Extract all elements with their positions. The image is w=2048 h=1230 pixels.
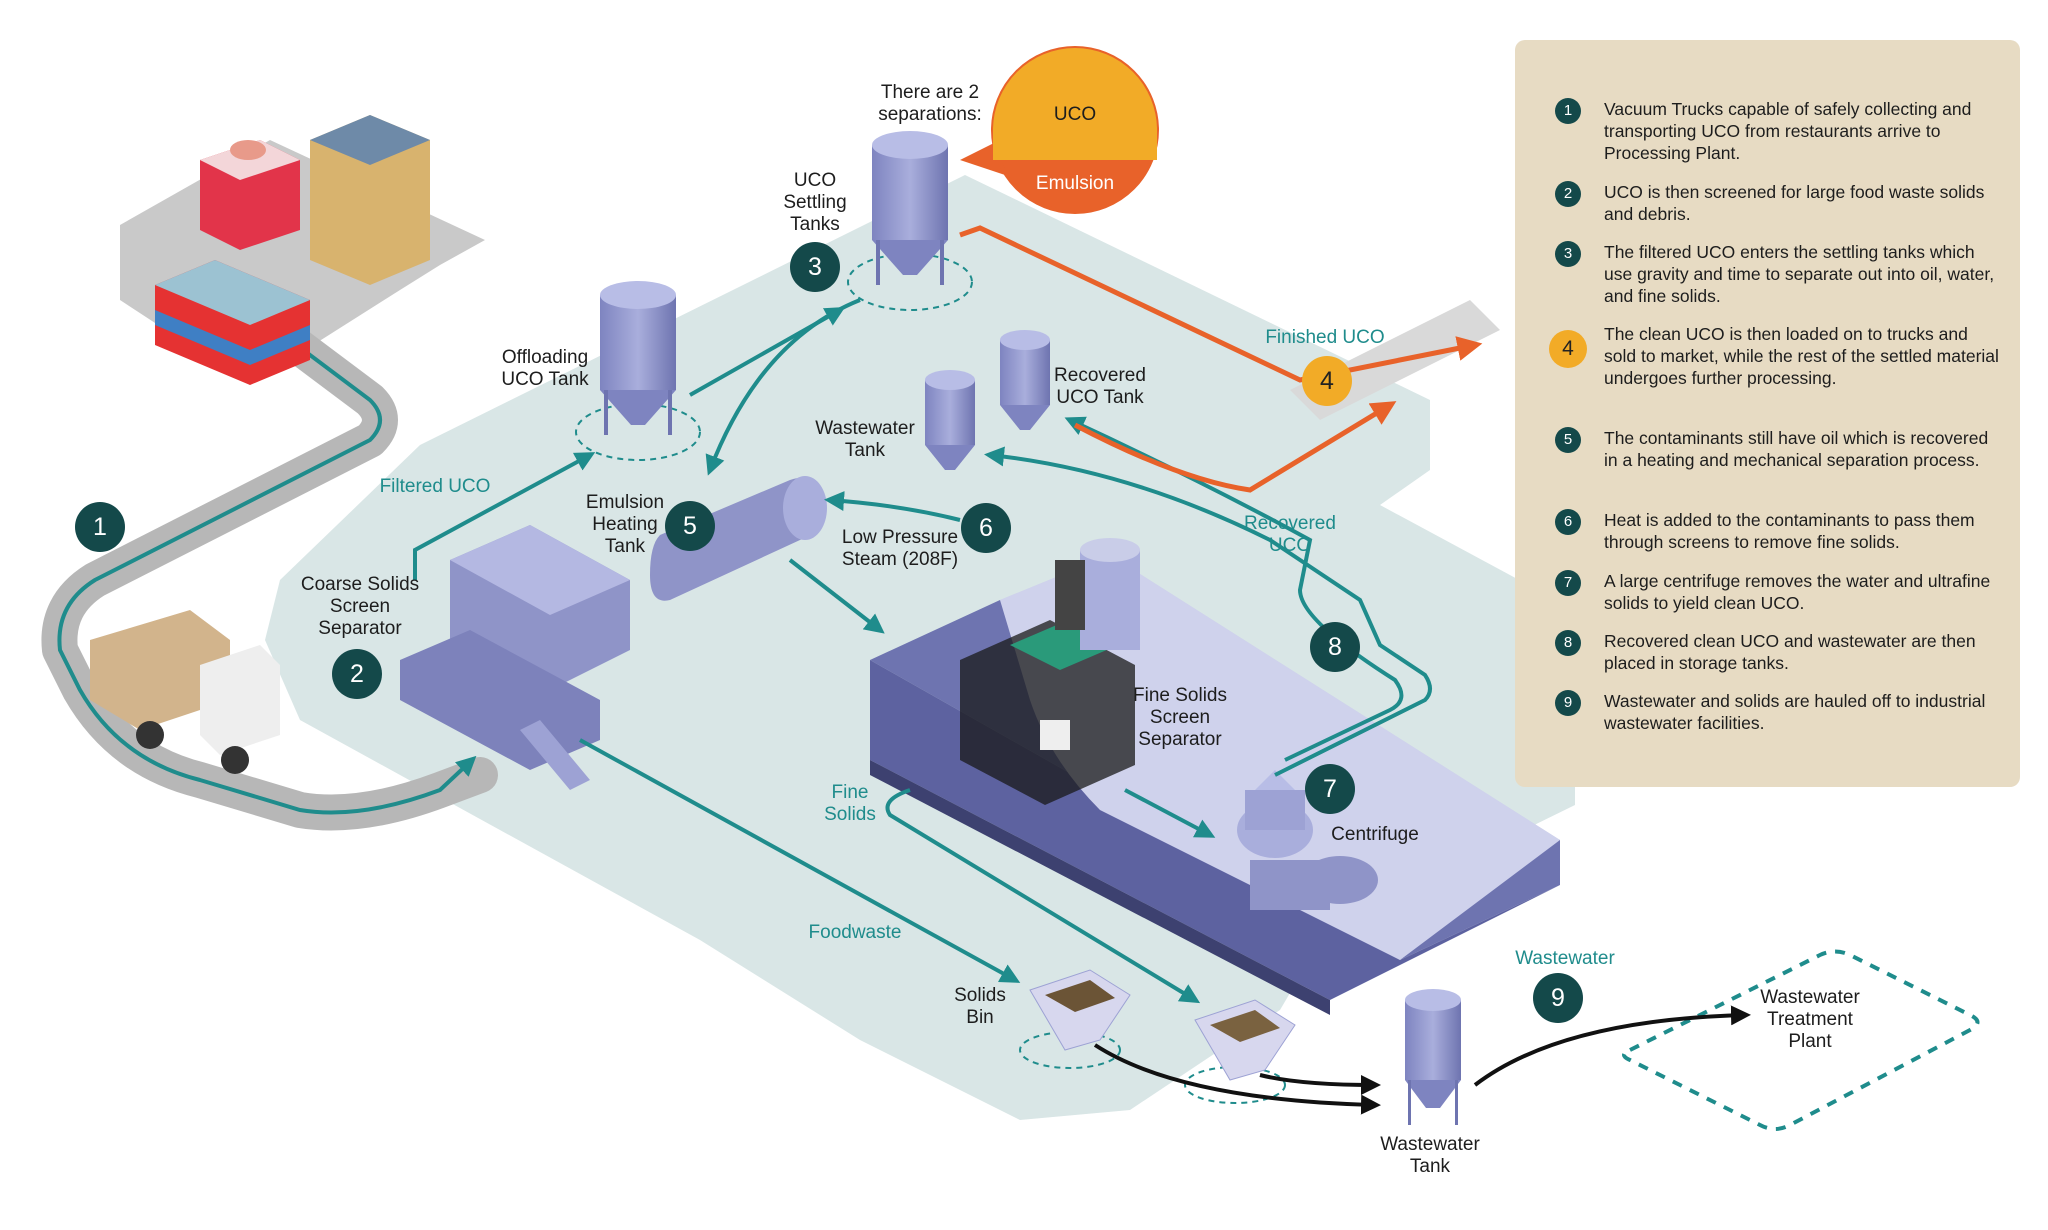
legend-text: The clean UCO is then loaded on to truck… (1604, 324, 1999, 388)
emulsion-heating-tank (650, 476, 827, 601)
wastewater-label: Wastewater (1515, 948, 1615, 969)
fine-solids-equipment (960, 538, 1140, 805)
emulsion-label: Emulsion (1035, 173, 1115, 194)
fine-solids-label: Fine Solids (824, 782, 876, 825)
step-badge-5: 5 (665, 501, 715, 551)
treatment-plant-label: Wastewater Treatment Plant (1760, 987, 1860, 1052)
recovered-uco-tank-label: Recovered UCO Tank (1054, 365, 1146, 408)
low-pressure-steam-label: Low Pressure Steam (208F) (841, 527, 959, 570)
legend-number: 1 (1555, 98, 1581, 124)
legend-text: The filtered UCO enters the settling tan… (1604, 242, 1995, 306)
legend-number: 6 (1555, 509, 1581, 535)
legend-text: A large centrifuge removes the water and… (1604, 571, 1991, 613)
offloading-label: Offloading UCO Tank (501, 347, 589, 390)
uco-separation-circle (960, 46, 1159, 214)
step-badge-3: 3 (790, 242, 840, 292)
step-badge-8: 8 (1310, 622, 1360, 672)
offloading-tank (575, 281, 701, 461)
solids-bin-2 (1184, 999, 1296, 1104)
solids-bin-1 (1019, 969, 1131, 1069)
solids-bin-label: Solids Bin (954, 985, 1006, 1028)
step-badge-1: 1 (75, 502, 125, 552)
fine-solids-separator-label: Fine Solids Screen Separator (1133, 685, 1227, 750)
legend-number: 2 (1555, 181, 1581, 207)
separations-label: There are 2 separations: (878, 82, 982, 125)
legend-number: 7 (1555, 570, 1581, 596)
restaurant-buildings (155, 115, 430, 385)
legend-number: 8 (1555, 630, 1581, 656)
coarse-solids-label: Coarse Solids Screen Separator (300, 574, 420, 639)
uco-label: UCO (1053, 104, 1097, 125)
orange-flows (959, 225, 1483, 493)
emulsion-heating-label: Emulsion Heating Tank (585, 492, 665, 557)
step-badge-7: 7 (1305, 764, 1355, 814)
legend-text: Wastewater and solids are hauled off to … (1604, 691, 1986, 733)
step-badge-6: 6 (961, 503, 1011, 553)
road-route (57, 338, 477, 815)
legend-text: The contaminants still have oil which is… (1604, 428, 1989, 470)
centrifuge-unit (1237, 770, 1378, 910)
vacuum-truck (90, 610, 280, 774)
legend-panel: 1 Vacuum Trucks capable of safely collec… (1515, 40, 2020, 787)
legend-number: 9 (1555, 690, 1581, 716)
legend-number: 5 (1555, 427, 1581, 453)
legend-text: UCO is then screened for large food wast… (1604, 182, 1985, 224)
treatment-plant-outline (1622, 949, 1980, 1131)
uco-settling-label: UCO Settling Tanks (783, 170, 847, 235)
legend-number: 4 (1549, 330, 1587, 368)
finished-uco-label: Finished UCO (1265, 327, 1385, 348)
legend-text: Recovered clean UCO and wastewater are t… (1604, 631, 1976, 673)
legend-text: Heat is added to the contaminants to pas… (1604, 510, 1975, 552)
recovered-uco-label: Recovered UCO (1244, 513, 1336, 556)
filtered-uco-label: Filtered UCO (379, 476, 491, 497)
coarse-separator (400, 525, 630, 790)
legend-text: Vacuum Trucks capable of safely collecti… (1604, 99, 1972, 163)
step-badge-2: 2 (332, 649, 382, 699)
wastewater-tank-bottom (1405, 989, 1461, 1125)
centrifuge-label: Centrifuge (1331, 824, 1419, 845)
settling-tank (847, 131, 973, 311)
legend-number: 3 (1555, 241, 1581, 267)
step-badge-4: 4 (1302, 356, 1352, 406)
step-badge-9: 9 (1533, 973, 1583, 1023)
foodwaste-label: Foodwaste (808, 922, 902, 943)
wastewater-tank-top-label: Wastewater Tank (815, 418, 915, 461)
recovered-uco-tank (1000, 330, 1050, 430)
black-flows (1093, 1005, 1751, 1115)
wastewater-tank-top (925, 370, 975, 470)
wastewater-tank-bottom-label: Wastewater Tank (1380, 1134, 1480, 1177)
